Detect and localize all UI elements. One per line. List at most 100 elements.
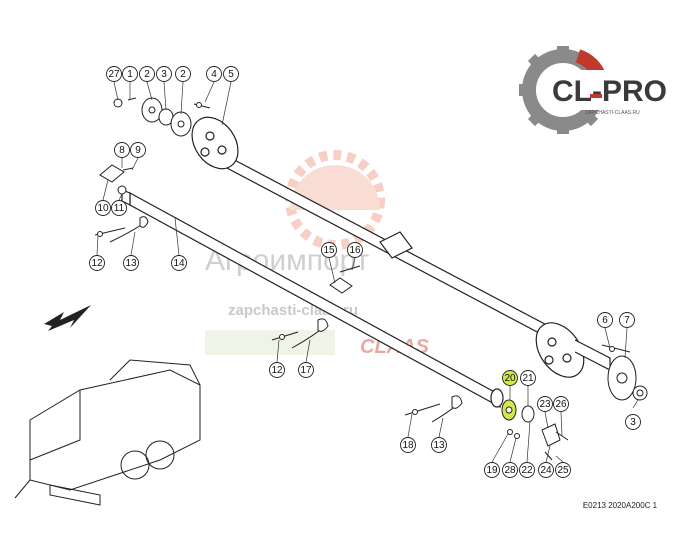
cl-pro-logo: CL-PRO ZAPCHASTI-CLAAS.RU [519,46,667,134]
callout-number: 13 [433,440,445,451]
callout-number: 2 [144,69,150,80]
direction-arrow-icon [44,305,91,331]
callout-circle [400,437,416,453]
callout-circle [537,396,553,412]
callout-circle [206,66,222,82]
callout-9: 9 [130,142,146,158]
logo-text: CL-PRO [552,75,667,108]
baler-illustration [14,359,201,506]
reference-code: E0213 2020A200C 1 [583,501,658,510]
callout-22: 22 [519,462,535,478]
callout-number: 23 [539,399,551,410]
callout-20: 20 [502,370,518,386]
callout-4: 4 [206,66,222,82]
callout-number: 13 [125,258,137,269]
callout-circle [106,66,122,82]
upper-shaft [191,116,611,378]
callout-8: 8 [114,142,130,158]
callout-number: 16 [349,245,361,256]
callout-number: 1 [127,69,133,80]
callout-circle [347,242,363,258]
callout-24: 24 [538,462,554,478]
callout-circle [625,414,641,430]
callout-circle [555,462,571,478]
callout-number: 3 [630,417,636,428]
callout-number: 20 [504,373,516,384]
callout-circle [538,462,554,478]
callout-number: 9 [135,145,141,156]
callout-number: 12 [271,365,283,376]
callout-2: 2 [139,66,155,82]
callout-number: 18 [402,440,414,451]
callout-number: 24 [540,465,552,476]
callout-circle [139,66,155,82]
callout-circle [156,66,172,82]
callout-17: 17 [298,362,314,378]
callout-number: 2 [180,69,186,80]
callout-number: 8 [119,145,125,156]
callout-number: 5 [228,69,234,80]
callout-circle [502,462,518,478]
callout-3: 3 [156,66,172,82]
callout-27: 27 [106,66,122,82]
bottom-right-parts [404,395,569,461]
callout-number: 26 [555,399,567,410]
callout-circle [114,142,130,158]
callout-26: 26 [553,396,569,412]
callout-circle [130,142,146,158]
callout-7: 7 [619,312,635,328]
callout-number: 27 [108,69,120,80]
callout-number: 14 [173,258,185,269]
callout-circle [111,200,127,216]
callout-circle [502,370,518,386]
callout-23: 23 [537,396,553,412]
callout-13: 13 [123,255,139,271]
callout-circle [519,462,535,478]
callout-14: 14 [171,255,187,271]
callout-15: 15 [321,242,337,258]
callout-number: 22 [521,465,533,476]
callout-number: 11 [114,203,125,214]
callout-number: 3 [161,69,167,80]
callout-25: 25 [555,462,571,478]
callout-circle [223,66,239,82]
callout-number: 4 [211,69,217,80]
callout-circle [597,312,613,328]
callout-circle [175,66,191,82]
callout-18: 18 [400,437,416,453]
callout-circle [553,396,569,412]
right-end-parts [601,344,648,401]
left-spring-parts [94,216,361,349]
callout-circle [431,437,447,453]
callout-number: 17 [300,365,312,376]
callout-number: 19 [486,465,498,476]
callout-number: 15 [323,245,335,256]
callout-circle [171,255,187,271]
leader-lines [96,81,639,463]
callout-3: 3 [625,414,641,430]
callout-number: 7 [624,315,630,326]
callout-circle [520,370,536,386]
callout-1: 1 [122,66,138,82]
callout-circle [123,255,139,271]
callout-circle [269,362,285,378]
callout-number: 28 [504,465,516,476]
callout-6: 6 [597,312,613,328]
callout-number: 25 [557,465,569,476]
callout-12: 12 [269,362,285,378]
callout-number: 10 [97,203,109,214]
callout-16: 16 [347,242,363,258]
callout-19: 19 [484,462,500,478]
callout-13: 13 [431,437,447,453]
callout-28: 28 [502,462,518,478]
callout-number: 6 [602,315,608,326]
callout-number: 12 [91,258,103,269]
lower-shaft [121,189,504,409]
callout-circle [484,462,500,478]
callout-circle [619,312,635,328]
callout-circle [95,200,111,216]
callout-circle [89,255,105,271]
